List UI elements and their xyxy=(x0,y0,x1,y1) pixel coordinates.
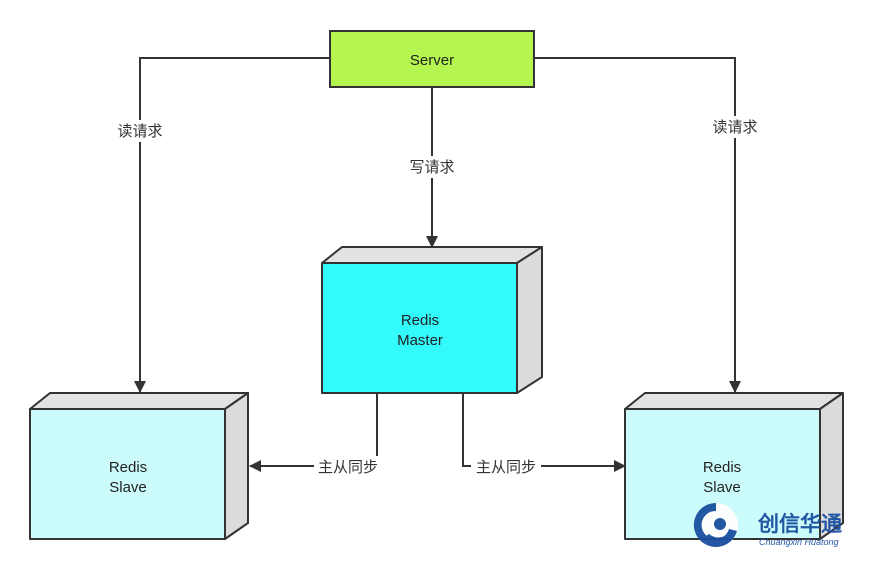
master-box-top xyxy=(321,246,543,264)
write-request-label: 写请求 xyxy=(409,159,454,176)
logo-subtitle: Chuangxin Huatong xyxy=(759,537,839,547)
sync-left-edge xyxy=(249,394,378,472)
logo-name: 创信华通 xyxy=(757,512,842,536)
master-box-front xyxy=(321,262,518,394)
server-label: Server xyxy=(410,52,454,69)
redis-master-node xyxy=(321,246,543,394)
slave-left-box-front xyxy=(29,408,226,540)
sync-left-label: 主从同步 xyxy=(318,459,378,476)
slave-left-box-top xyxy=(29,392,249,410)
master-box-side xyxy=(516,246,543,394)
server-node: Server xyxy=(329,30,535,88)
master-label-line2: Master xyxy=(397,332,443,349)
redis-slave-left-node xyxy=(29,392,249,540)
slave-left-box-side xyxy=(224,392,249,540)
read-request-left-edge xyxy=(134,57,330,393)
master-label-line1: Redis xyxy=(401,312,439,329)
connectors xyxy=(134,57,741,472)
slave-left-label-line2: Slave xyxy=(109,479,147,496)
read-request-right-edge xyxy=(534,57,741,393)
slave-right-label-line2: Slave xyxy=(703,479,741,496)
sync-right-label: 主从同步 xyxy=(476,459,536,476)
edge-labels: 读请求 写请求 读请求 主从同步 主从同步 xyxy=(112,116,763,478)
watermark-logo: 创信华通 Chuangxin Huatong xyxy=(693,502,842,547)
slave-left-label-line1: Redis xyxy=(109,459,147,476)
read-request-left-label: 读请求 xyxy=(117,123,162,140)
read-request-right-label: 读请求 xyxy=(712,119,757,136)
sync-right-edge xyxy=(462,394,626,472)
logo-mark-icon xyxy=(693,502,738,547)
slave-right-label-line1: Redis xyxy=(703,459,741,476)
slave-right-box-top xyxy=(624,392,844,410)
